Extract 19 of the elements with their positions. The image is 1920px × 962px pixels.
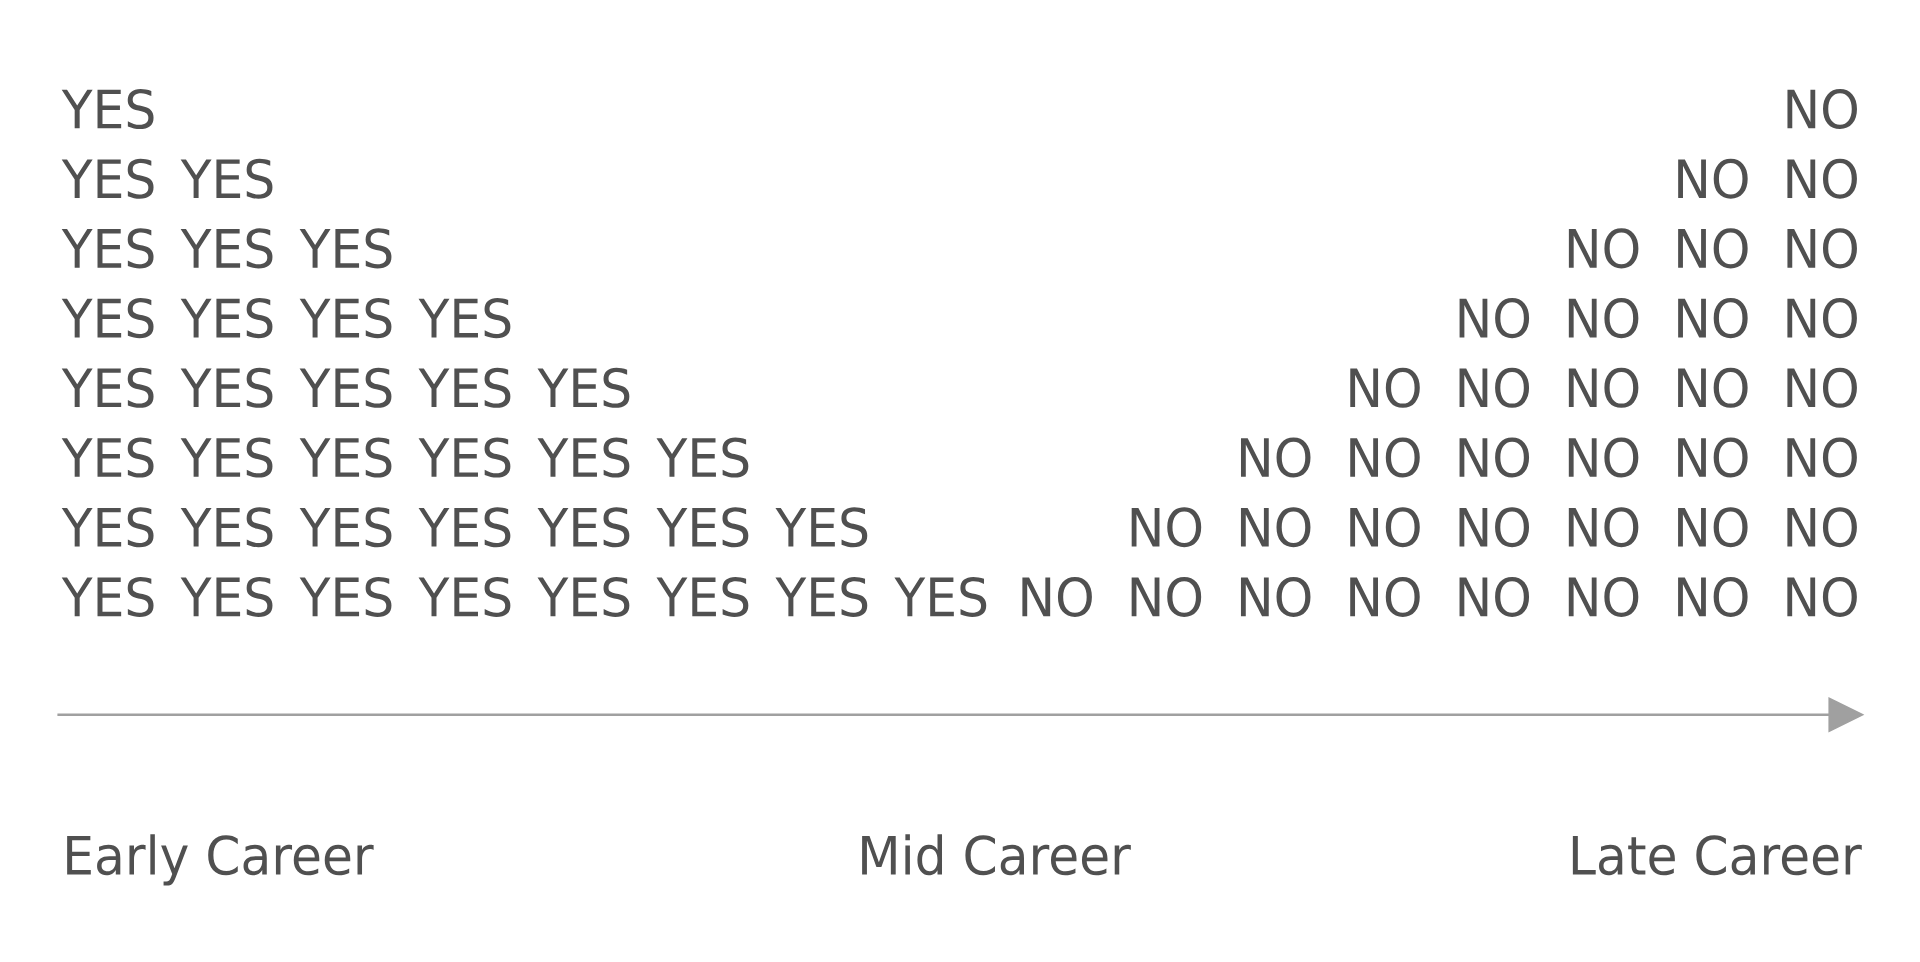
yes-row: YES YES YES — [61, 228, 392, 269]
no-row: NO NO NO NO NO NO — [1241, 437, 1857, 478]
yes-row: YES YES YES YES — [61, 298, 511, 339]
yes-row: YES — [61, 88, 154, 130]
no-row: NO NO NO NO NO — [1350, 367, 1857, 408]
no-row: NO NO NO NO — [1459, 298, 1857, 339]
axis-label: Early Career — [67, 834, 374, 886]
no-row: NO NO — [1678, 158, 1857, 199]
yes-row: YES YES YES YES YES — [61, 367, 630, 408]
no-row: NO — [1787, 88, 1857, 130]
yes-row: YES YES — [61, 158, 273, 199]
axis-label: Late Career — [1572, 835, 1862, 876]
no-row: NO NO NO — [1568, 228, 1857, 269]
yes-row: YES YES YES YES YES YES YES — [61, 507, 868, 548]
yes-row: YES YES YES YES YES YES — [61, 437, 749, 478]
no-row: NO NO NO NO NO NO NO — [1131, 507, 1857, 548]
yes-row: YES YES YES YES YES YES YES YES — [61, 576, 987, 617]
no-row: NO NO NO NO NO NO NO NO — [1022, 576, 1857, 617]
axis-label: Mid Career — [862, 834, 1131, 876]
